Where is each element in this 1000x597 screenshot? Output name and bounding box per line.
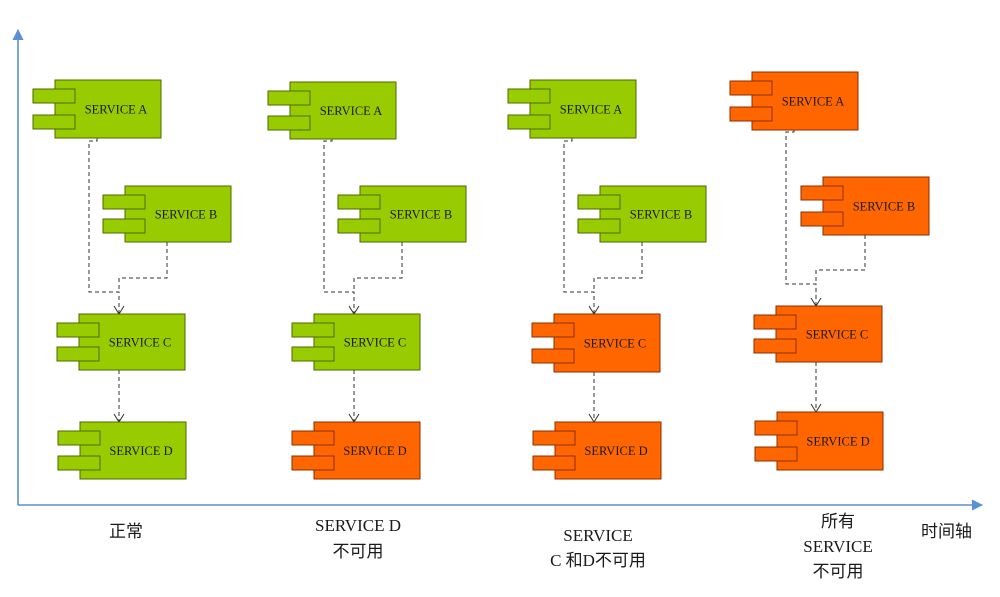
- service-label: SERVICE C: [584, 337, 647, 351]
- component-service-b-4: SERVICE B: [800, 176, 930, 236]
- component-service-b-2: SERVICE B: [337, 185, 467, 243]
- scenario-2: SERVICE A SERVICE B SERVICE C SERVICE D SERV…: [267, 81, 467, 561]
- component-tab-1: [267, 90, 311, 106]
- service-label: SERVICE D: [343, 444, 406, 458]
- component-tab-2: [57, 455, 101, 471]
- scenario-caption-line: SERVICE D: [315, 516, 401, 535]
- service-label: SERVICE D: [109, 444, 172, 458]
- component-tab-1: [291, 430, 335, 446]
- scenario-caption-line: 所有: [821, 512, 855, 531]
- service-label: SERVICE C: [109, 336, 172, 350]
- component-tab-2: [800, 211, 844, 227]
- component-tab-1: [56, 322, 100, 338]
- scenario-1: SERVICE A SERVICE B SERVICE C SERVICE D 正常: [32, 79, 232, 541]
- component-service-b-3: SERVICE B: [577, 185, 707, 243]
- component-service-d-1: SERVICE D: [57, 421, 187, 480]
- dependency-connector: [785, 130, 817, 306]
- component-tab-2: [32, 114, 76, 130]
- component-service-c-1: SERVICE C: [56, 313, 186, 371]
- service-label: SERVICE B: [390, 208, 453, 222]
- scenario-caption-line: 不可用: [333, 542, 384, 561]
- service-label: SERVICE B: [853, 200, 916, 214]
- component-tab-1: [507, 88, 551, 104]
- component-tab-1: [800, 185, 844, 201]
- dependency-connector: [815, 235, 866, 284]
- component-tab-2: [291, 346, 335, 362]
- service-label: SERVICE B: [630, 208, 693, 222]
- component-tab-1: [337, 194, 381, 210]
- component-service-a-4: SERVICE A: [729, 71, 859, 131]
- scenario-caption-line: C 和D不可用: [550, 551, 646, 570]
- component-service-a-2: SERVICE A: [267, 81, 397, 140]
- component-service-a-3: SERVICE A: [507, 79, 637, 139]
- dependency-connector: [118, 242, 168, 292]
- component-tab-2: [753, 338, 797, 354]
- scenario-caption-line: SERVICE: [803, 537, 872, 556]
- component-tab-2: [754, 446, 798, 462]
- component-tab-1: [753, 314, 797, 330]
- component-tab-2: [102, 218, 146, 234]
- service-label: SERVICE B: [155, 208, 218, 222]
- dependency-connector: [563, 138, 595, 314]
- scenario-caption-line: SERVICE: [563, 526, 632, 545]
- component-tab-1: [291, 322, 335, 338]
- scenario-caption-line: 不可用: [813, 562, 864, 581]
- component-tab-2: [507, 114, 551, 130]
- component-service-c-2: SERVICE C: [291, 313, 421, 371]
- component-tab-1: [577, 194, 621, 210]
- component-service-c-3: SERVICE C: [531, 313, 661, 373]
- component-tab-2: [291, 455, 335, 471]
- component-service-a-1: SERVICE A: [32, 79, 162, 139]
- service-label: SERVICE A: [320, 104, 383, 118]
- component-service-c-4: SERVICE C: [753, 305, 883, 363]
- component-tab-1: [32, 88, 76, 104]
- component-tab-2: [56, 346, 100, 362]
- scenario-4: SERVICE A SERVICE B SERVICE C SERVICE D 所有 SE…: [729, 71, 930, 581]
- service-label: SERVICE C: [344, 336, 407, 350]
- scenario-3: SERVICE A SERVICE B SERVICE C SERVICE D SERV…: [507, 79, 707, 570]
- component-tab-1: [729, 80, 773, 96]
- service-label: SERVICE A: [560, 103, 623, 117]
- component-tab-2: [337, 218, 381, 234]
- component-tab-1: [532, 430, 576, 446]
- component-tab-1: [754, 420, 798, 436]
- component-service-b-1: SERVICE B: [102, 185, 232, 243]
- component-tab-2: [577, 218, 621, 234]
- service-label: SERVICE D: [584, 444, 647, 458]
- component-tab-1: [102, 194, 146, 210]
- component-tab-1: [57, 430, 101, 446]
- component-service-d-2: SERVICE D: [291, 421, 421, 480]
- component-tab-1: [531, 322, 575, 338]
- scenario-caption-line: 正常: [109, 522, 143, 541]
- component-tab-2: [267, 115, 311, 131]
- time-axis-label: 时间轴: [921, 522, 972, 541]
- service-label: SERVICE A: [782, 95, 845, 109]
- dependency-connector: [88, 138, 120, 314]
- service-label: SERVICE A: [85, 103, 148, 117]
- service-label: SERVICE D: [806, 435, 869, 449]
- component-tab-2: [729, 106, 773, 122]
- component-tab-2: [532, 455, 576, 471]
- dependency-connector: [593, 242, 643, 292]
- service-label: SERVICE C: [806, 328, 869, 342]
- dependency-connector: [353, 242, 403, 292]
- component-tab-2: [531, 348, 575, 364]
- dependency-connector: [323, 139, 355, 314]
- component-service-d-3: SERVICE D: [532, 421, 662, 480]
- component-service-d-4: SERVICE D: [754, 411, 884, 471]
